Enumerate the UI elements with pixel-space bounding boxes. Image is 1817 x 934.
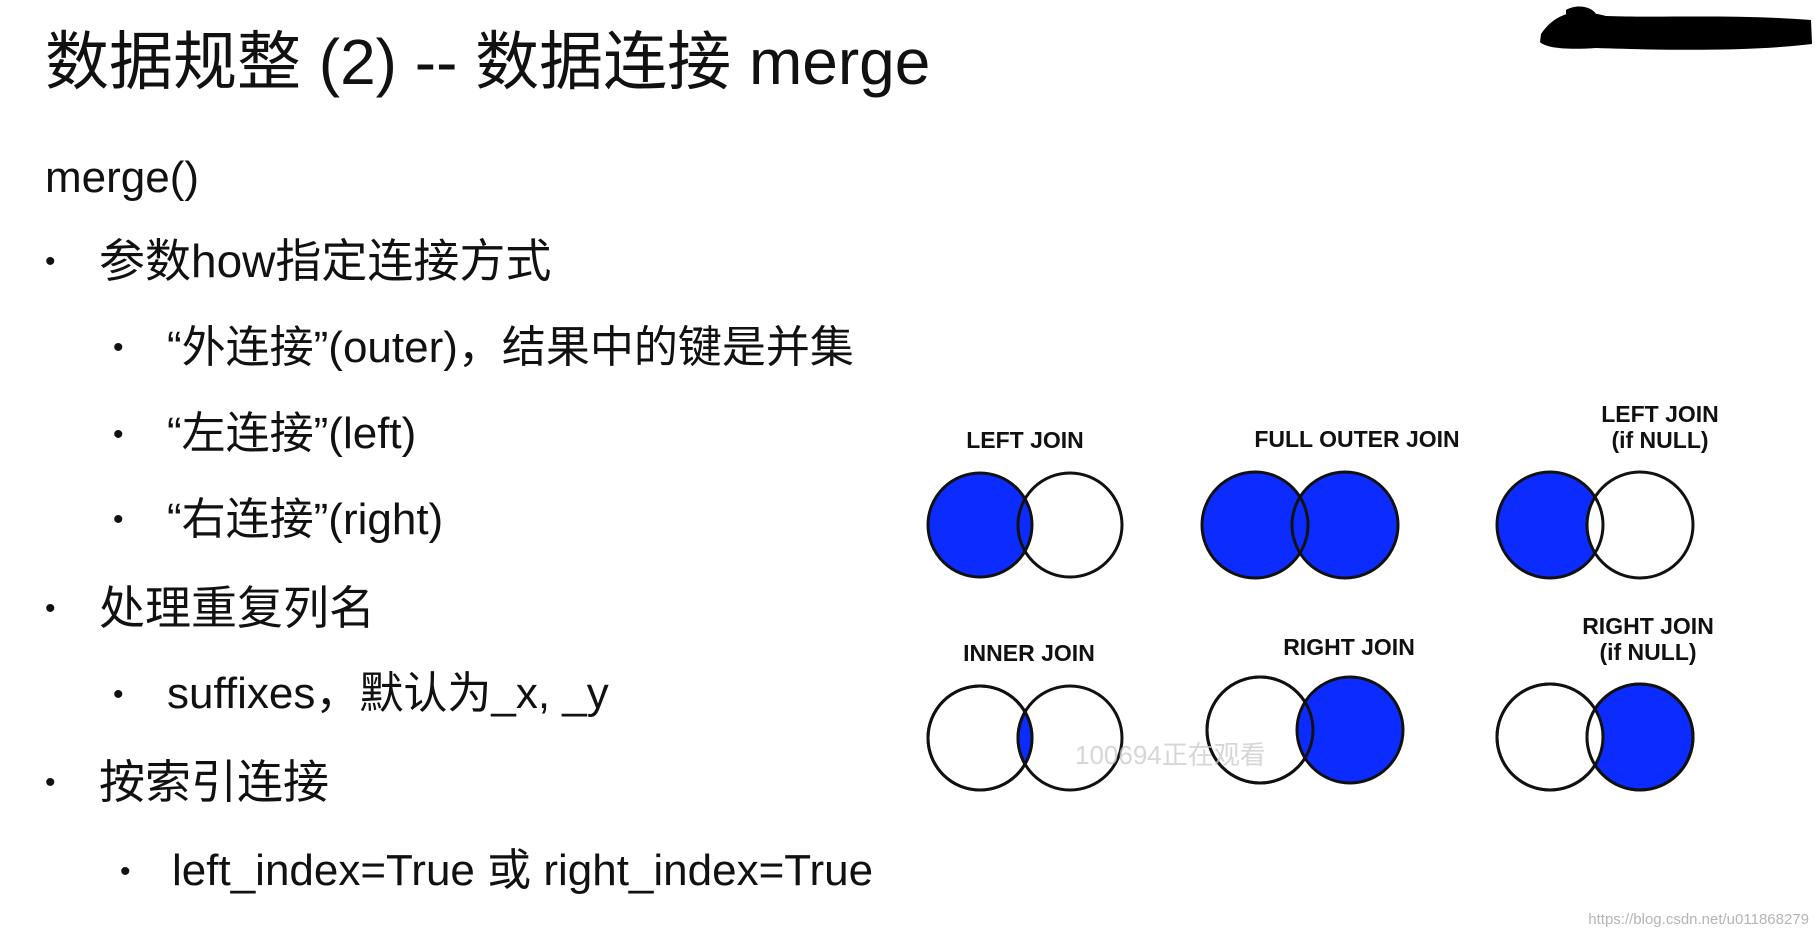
bullet-dot: • xyxy=(120,855,131,888)
label-full-outer-join: FULL OUTER JOIN xyxy=(1254,426,1459,452)
venn-left-join-if-null: LEFT JOIN (if NULL) xyxy=(1495,401,1719,580)
label-right-join: RIGHT JOIN xyxy=(1283,634,1415,660)
bullet-dot: • xyxy=(45,766,56,799)
join-types-diagram: LEFT JOIN FULL OUTER JOIN LEFT JOIN (if … xyxy=(926,401,1719,792)
redaction-mark xyxy=(1540,12,1812,50)
venn-right-circle xyxy=(1290,470,1400,580)
venn-right-join-if-null: RIGHT JOIN (if NULL) xyxy=(1495,613,1714,792)
label-right-join-if-null-1: RIGHT JOIN xyxy=(1582,613,1714,639)
venn-inner-join: INNER JOIN xyxy=(926,640,1124,792)
redaction-scribble xyxy=(1540,6,1812,50)
bullet-dot: • xyxy=(113,418,124,451)
bullet-dot: • xyxy=(113,503,124,536)
bullet-dot: • xyxy=(113,678,124,711)
bullet-index-params: left_index=True 或 right_index=True xyxy=(172,846,874,895)
venn-left-join: LEFT JOIN xyxy=(926,427,1124,579)
bullet-outer-join: “外连接”(outer)，结果中的键是并集 xyxy=(167,323,854,372)
bullet-index-join: 按索引连接 xyxy=(99,756,329,808)
label-left-join-if-null-1: LEFT JOIN xyxy=(1601,401,1719,427)
label-left-join: LEFT JOIN xyxy=(966,427,1084,453)
venn-right-circle xyxy=(1016,471,1124,579)
bullet-how-param: 参数how指定连接方式 xyxy=(99,235,552,287)
function-name: merge() xyxy=(45,153,200,202)
venn-full-outer-join: FULL OUTER JOIN xyxy=(1200,426,1460,580)
bullet-suffixes: suffixes，默认为_x, _y xyxy=(167,669,609,718)
bullet-left-join: “左连接”(left) xyxy=(167,409,417,458)
bullet-dot: • xyxy=(113,331,124,364)
venn-right-circle xyxy=(1295,675,1405,785)
bullet-right-join: “右连接”(right) xyxy=(167,495,444,544)
venn-right-circle xyxy=(1585,470,1695,580)
venn-right-join: RIGHT JOIN xyxy=(1205,634,1415,785)
venn-left-circle xyxy=(928,473,1032,577)
label-right-join-if-null-2: (if NULL) xyxy=(1599,639,1696,665)
label-inner-join: INNER JOIN xyxy=(963,640,1095,666)
bullet-duplicate-columns: 处理重复列名 xyxy=(99,582,375,634)
viewer-watermark: 100694正在观看 xyxy=(1075,740,1266,770)
slide-title: 数据规整 (2) -- 数据连接 merge xyxy=(45,26,931,98)
label-left-join-if-null-2: (if NULL) xyxy=(1611,427,1708,453)
bullet-dot: • xyxy=(45,592,56,625)
bullet-dot: • xyxy=(45,245,56,278)
source-url: https://blog.csdn.net/u011868279 xyxy=(1588,911,1809,928)
